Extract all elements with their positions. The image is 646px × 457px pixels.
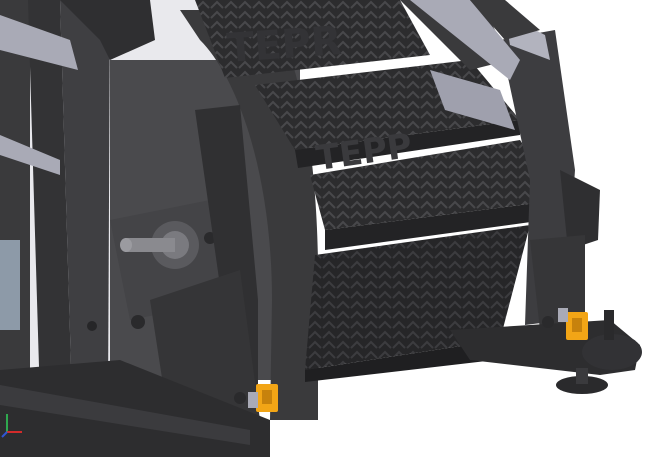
left-post-main <box>60 0 110 400</box>
sensor-left <box>248 384 278 412</box>
right-cap <box>470 0 540 40</box>
right-leg <box>530 235 585 330</box>
base-rail-left-top <box>0 385 250 445</box>
leveling-foot-stem <box>576 368 588 384</box>
bolt-3 <box>87 321 97 331</box>
coordinate-triad-icon <box>1 414 22 438</box>
right-bracket-top <box>410 0 520 80</box>
left-bracket-mid <box>0 135 60 175</box>
third-tread <box>310 140 560 230</box>
drive-shaft <box>125 238 175 252</box>
left-panel <box>0 240 20 330</box>
second-tread-nose <box>295 120 520 168</box>
left-bracket-top <box>0 15 78 70</box>
bolt-4 <box>234 392 246 404</box>
right-bracket-mid <box>430 70 515 130</box>
lower-tread-edge <box>305 340 500 382</box>
embossed-logo-top: TEPR <box>225 18 343 72</box>
left-post-inner <box>28 0 72 400</box>
sensor-right <box>558 308 588 340</box>
leveling-foot <box>556 376 608 394</box>
third-tread-nose <box>325 200 560 250</box>
top-tread <box>195 0 430 78</box>
bolt-2 <box>131 315 145 329</box>
right-knuckle <box>560 170 600 250</box>
shaft-end <box>120 238 132 252</box>
base-rail-right-end <box>582 334 642 370</box>
left-upper-arch <box>60 0 155 60</box>
background-right-top <box>480 0 646 120</box>
right-bolt-post <box>604 310 614 340</box>
bolt-5 <box>542 316 554 328</box>
